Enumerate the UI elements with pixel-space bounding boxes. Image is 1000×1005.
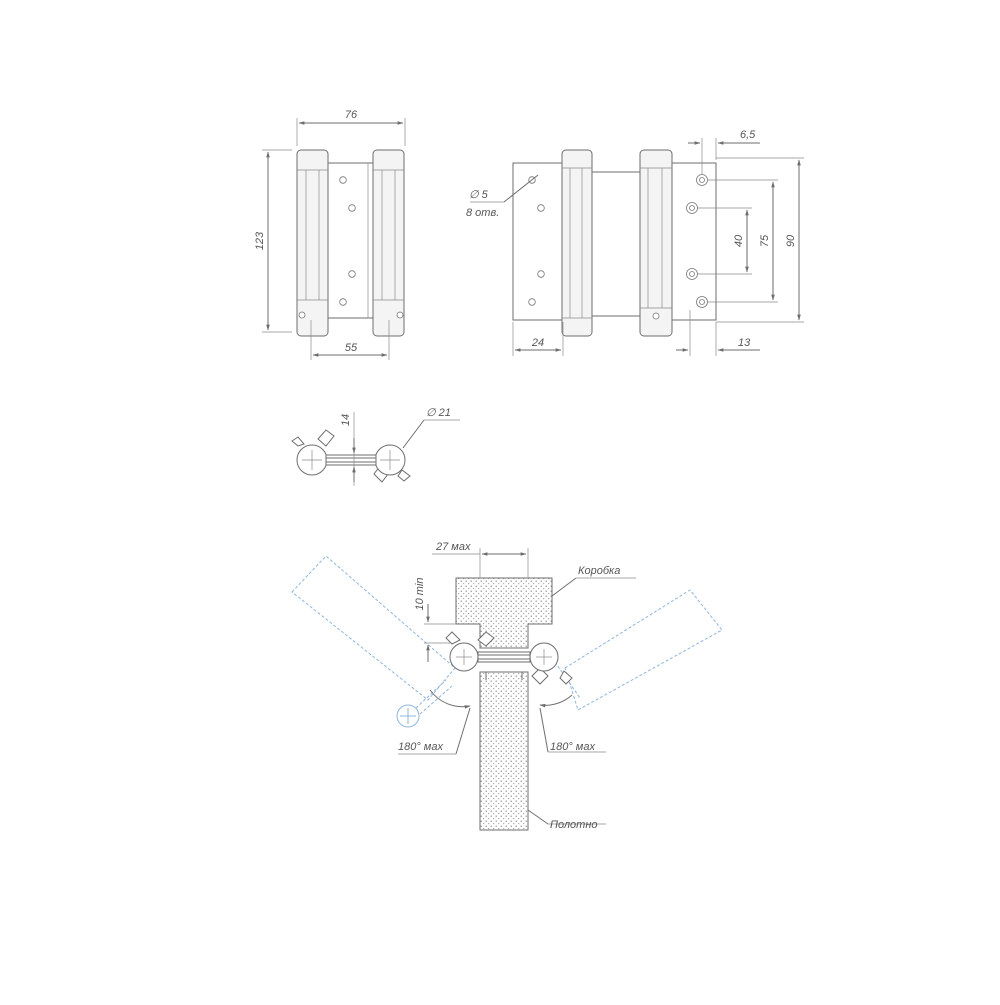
door-open-right — [564, 589, 723, 711]
dim-hole-spacing-outer: 75 — [759, 234, 771, 247]
dim-knuckle-diameter: ∅ 21 — [426, 407, 451, 419]
front-pin-left — [298, 311, 306, 319]
side-leaf-right — [671, 162, 717, 321]
front-view: 76 123 55 — [254, 109, 406, 360]
dim-height: 123 — [254, 231, 266, 250]
front-knuckle-left — [296, 149, 329, 337]
dim-leaf-width-left: 24 — [531, 337, 544, 349]
dim-hole-diameter: ∅ 5 — [469, 189, 489, 201]
dim-leaf-thickness: 14 — [340, 414, 352, 426]
dim-hole-count: 8 отв. — [466, 207, 499, 219]
front-screw-hole — [339, 298, 347, 306]
side-pin — [652, 312, 660, 320]
label-swing-left: 180° мах — [398, 741, 443, 753]
side-view: ∅ 5 8 отв. 6,5 40 75 90 24 13 — [466, 129, 804, 356]
label-door: Полотно — [550, 819, 598, 831]
dim-frame-offset: 27 мах — [435, 541, 471, 553]
door-leaf — [479, 671, 529, 831]
label-swing-right: 180° мах — [550, 741, 595, 753]
hinge-leaf — [477, 651, 531, 663]
dim-leaf-width-right: 13 — [738, 337, 751, 349]
side-leaf-left — [512, 162, 564, 321]
label-frame: Коробка — [578, 565, 620, 577]
dim-min-gap: 10 min — [414, 577, 426, 610]
dim-width-overall: 76 — [345, 109, 358, 121]
side-screw-hole — [537, 270, 545, 278]
top-leaf — [325, 454, 377, 466]
top-view: 14 ∅ 21 — [291, 407, 460, 486]
door-frame — [455, 577, 553, 649]
front-screw-hole — [348, 204, 356, 212]
side-screw-hole — [537, 204, 545, 212]
dim-height-overall: 90 — [785, 234, 797, 247]
front-knuckle-right — [372, 149, 405, 337]
front-screw-hole — [339, 176, 347, 184]
dim-hole-spacing-inner: 40 — [733, 234, 745, 247]
front-pin-right — [396, 311, 404, 319]
side-knuckle-left — [561, 149, 593, 337]
knuckle-open-left — [396, 704, 420, 728]
front-screw-hole — [348, 270, 356, 278]
dim-width-inner: 55 — [345, 342, 358, 354]
door-open-left — [291, 555, 456, 701]
install-view: 27 мах 10 min Коробка Полотно 180° мах 1… — [291, 541, 723, 831]
side-screw-hole — [528, 298, 536, 306]
dim-offset-top: 6,5 — [740, 129, 756, 141]
